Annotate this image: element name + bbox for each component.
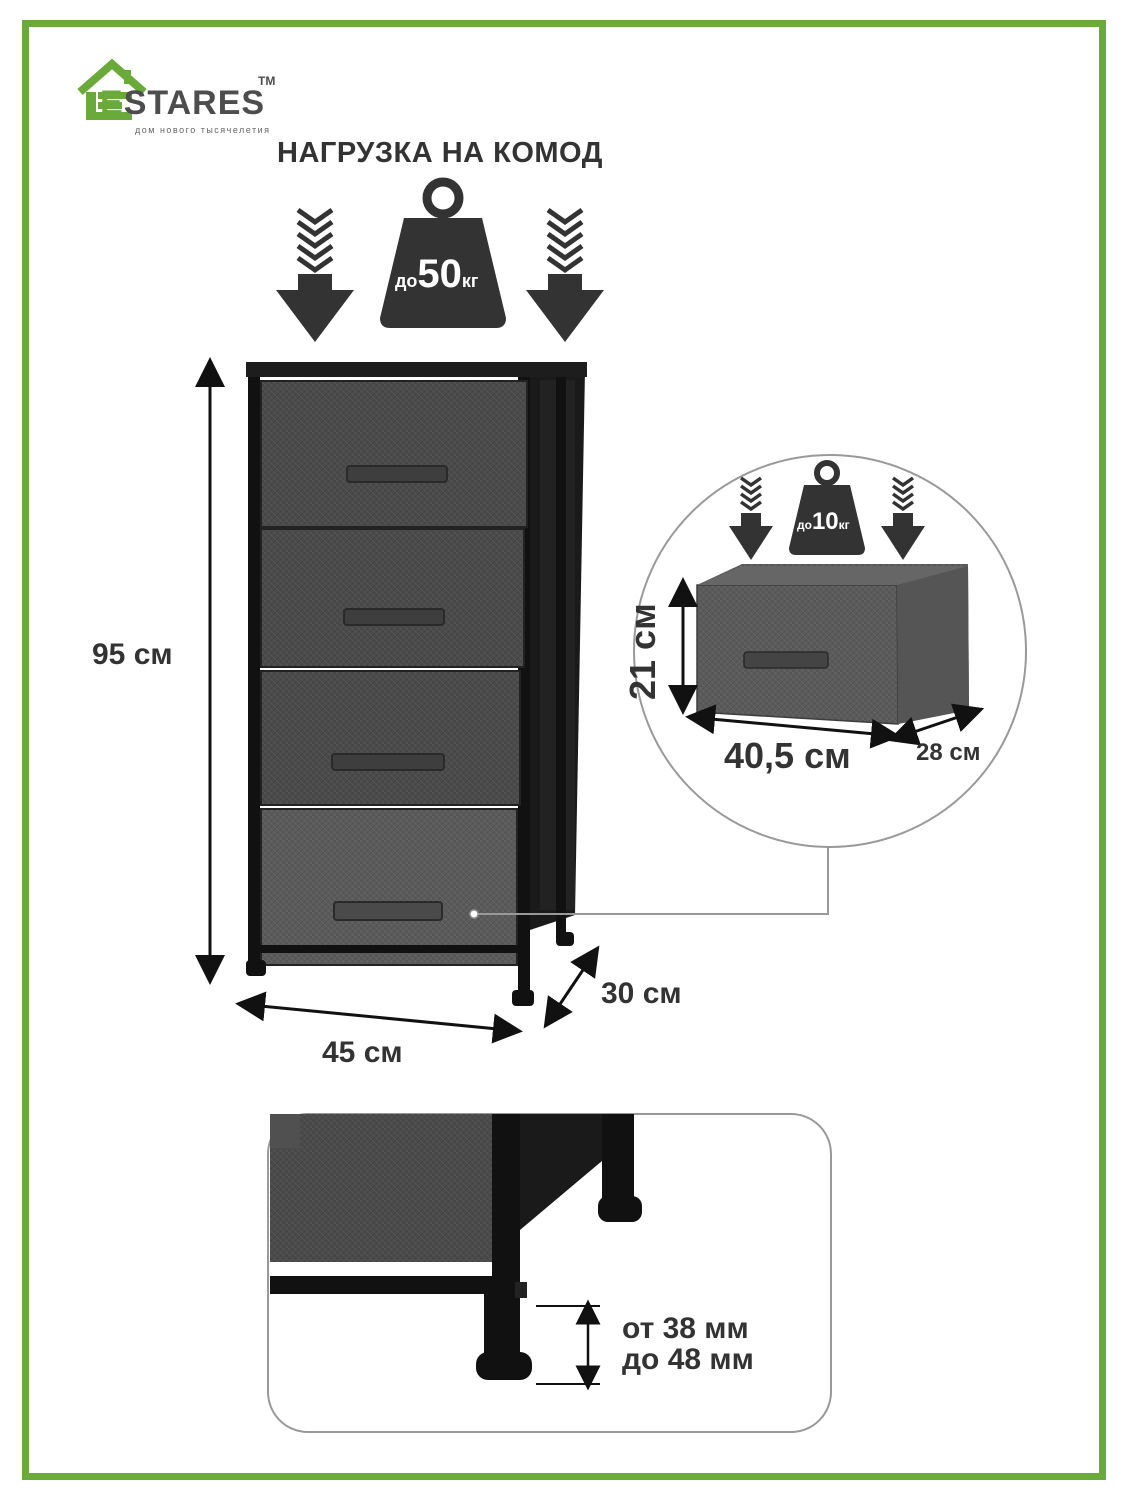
main-load-label: до50кг <box>395 252 479 296</box>
width-dimension-line <box>235 991 523 1044</box>
drawer-width-label: 40,5 см <box>724 735 851 776</box>
drawer-depth-label: 28 см <box>916 739 981 766</box>
down-arrow-icon <box>729 476 773 560</box>
width-label: 45 см <box>322 1036 403 1069</box>
house-logo-icon <box>77 58 147 120</box>
drawer-box-image <box>696 564 969 725</box>
foot-range-min: от 38 мм <box>622 1312 749 1345</box>
drawer-load-label: до10кг <box>797 508 850 535</box>
drawer-width-line <box>685 704 901 749</box>
page-title: НАГРУЗКА НА КОМОД <box>277 137 603 169</box>
foot-range-max: до 48 мм <box>622 1343 754 1376</box>
depth-dimension-line <box>543 945 600 1029</box>
depth-label: 30 см <box>601 977 682 1010</box>
weight-icon <box>380 177 506 328</box>
height-label: 95 см <box>92 638 173 671</box>
page-frame <box>22 20 1106 1480</box>
down-arrow-icon <box>881 476 925 560</box>
drawer-depth-line <box>887 703 985 746</box>
weight-icon <box>789 460 865 555</box>
drawer-height-label: 21 см <box>622 603 663 700</box>
down-arrow-icon <box>526 207 604 342</box>
brand-tagline: дом нового тысячелетия <box>135 125 271 135</box>
brand-name: ESTARES <box>100 84 266 122</box>
trademark-mark: TM <box>258 74 276 88</box>
foot-closeup-image <box>270 1114 642 1380</box>
down-arrow-icon <box>276 207 354 342</box>
dresser-image <box>246 362 587 1006</box>
